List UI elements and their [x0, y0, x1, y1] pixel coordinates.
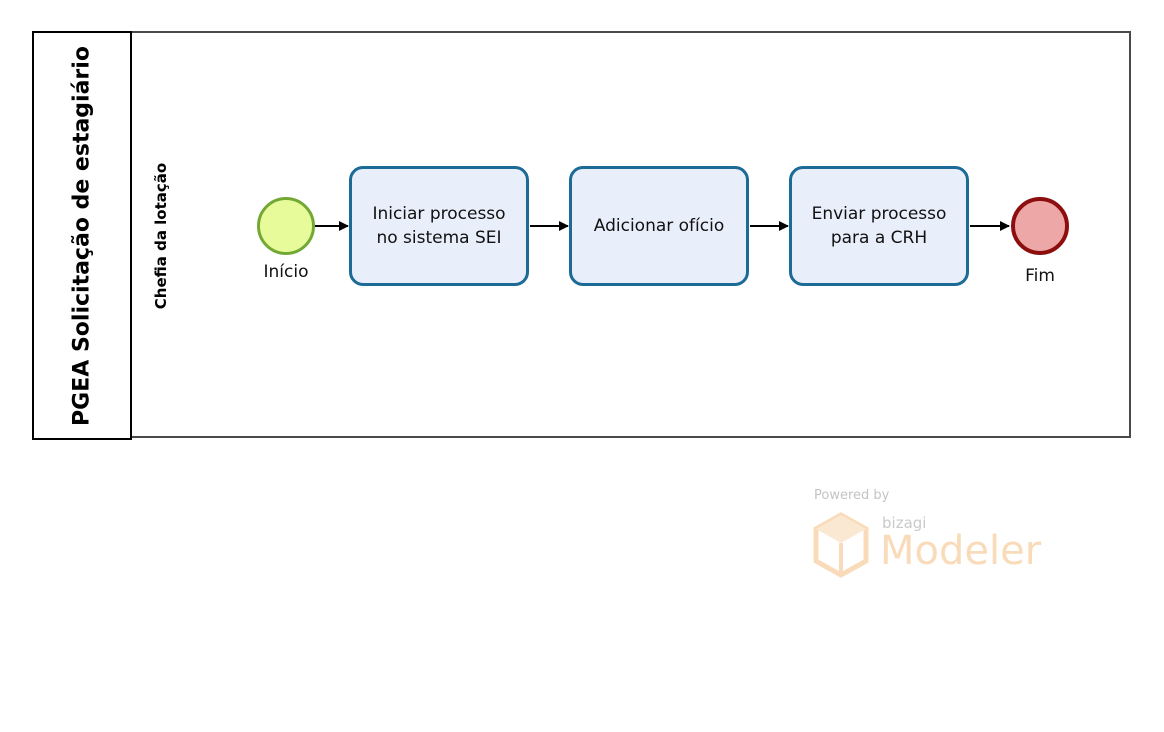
bizagi-logo-icon [813, 512, 869, 578]
lane-title: Chefia da lotação [152, 162, 170, 310]
end-event-label: Fim [1025, 266, 1055, 286]
task-label: Adicionar ofício [593, 216, 725, 236]
pool-header [32, 31, 132, 440]
watermark-product: Modeler [880, 528, 1042, 574]
start-event-label: Início [263, 262, 309, 282]
watermark-brand: bizagi [882, 514, 927, 532]
task-enviar-processo[interactable]: Enviar processo para a CRH [789, 166, 969, 286]
task-label: Iniciar processo no sistema SEI [372, 204, 506, 248]
watermark-powered-by: Powered by [814, 488, 890, 503]
task-iniciar-processo[interactable]: Iniciar processo no sistema SEI [349, 166, 529, 286]
task-adicionar-oficio[interactable]: Adicionar ofício [569, 166, 749, 286]
task-label: Enviar processo para a CRH [811, 204, 947, 248]
pool-title: PGEA Solicitação de estagiário [69, 46, 95, 426]
end-event[interactable] [1011, 197, 1069, 255]
start-event[interactable] [257, 197, 315, 255]
bizagi-watermark: Powered by bizagi Modeler [812, 486, 1062, 586]
